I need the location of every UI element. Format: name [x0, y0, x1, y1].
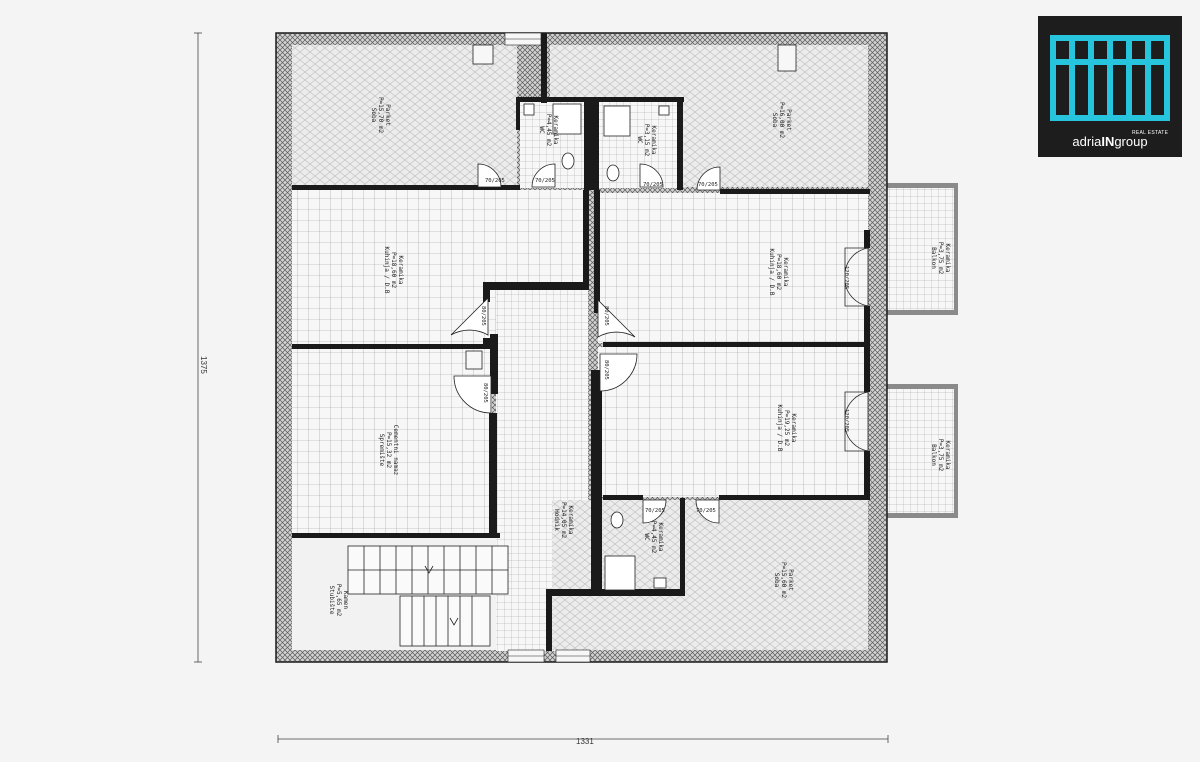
room-name: Spremište [378, 434, 385, 467]
room-kuhinja-right-mid [598, 347, 868, 497]
room-label-soba-ne: Soba P=16,00 m2 Parket [771, 102, 792, 139]
room-floor: Parket [785, 109, 792, 131]
room-name: Soba [773, 573, 780, 588]
room-floor: Parket [384, 104, 391, 126]
interior-walls [292, 33, 870, 651]
room-area: P=15,70 m2 [377, 97, 384, 134]
dimension-vertical: 1375 [199, 356, 208, 374]
room-area: P=18,60 m2 [775, 254, 782, 291]
room-floor: Keramika [790, 414, 797, 443]
door-label: 70/205 [485, 178, 505, 184]
room-kuhinja-right-top [598, 193, 868, 343]
room-label-kuhinja-right-top: Kuhinja / D.B P=18,60 m2 Keramika [768, 249, 789, 296]
room-area: P=3,15 m2 [643, 124, 650, 157]
balcony-top [881, 183, 958, 315]
doors [450, 163, 869, 524]
room-floor: Keramika [567, 506, 574, 535]
room-name: Stubište [328, 586, 335, 615]
room-area: P=18,60 m2 [390, 252, 397, 289]
room-area: P=15,32 m2 [385, 432, 392, 469]
door-label: 70/205 [696, 508, 716, 514]
room-label-balkon-top: Balkon P=3,75 m2 Keramika [930, 242, 951, 275]
room-label-soba-nw: Soba P=15,70 m2 Parket [370, 97, 391, 134]
room-soba-nw [292, 45, 517, 187]
room-floor: Keramika [650, 126, 657, 155]
sanitary-fixtures [523, 103, 670, 591]
room-area: P=5,65 m2 [335, 584, 342, 617]
room-name: WC [538, 126, 545, 134]
door-label: 80/205 [480, 306, 486, 326]
logo-mark-icon [1050, 35, 1170, 121]
room-name: Hodnik [553, 509, 560, 531]
room-label-wc-2: WC P=3,15 m2 Keramika [636, 124, 657, 157]
room-label-kuhinja-left: Kuhinja / D.B P=18,60 m2 Keramika [383, 247, 404, 294]
room-name: Kuhinja / D.B [383, 247, 390, 294]
room-name: Soba [771, 113, 778, 128]
room-floor: Keramika [944, 441, 951, 470]
room-floor: Keramika [782, 258, 789, 287]
room-area: P=4,45 m2 [545, 114, 552, 147]
room-name: Balkon [930, 247, 937, 269]
door-label: 80/205 [482, 383, 488, 403]
room-floor: Kamen [342, 591, 349, 609]
company-logo: REAL ESTATE adriaINgroup [1038, 16, 1182, 157]
room-label-soba-se: Soba P=15,60 m2 Parket [773, 562, 794, 599]
room-floor: Keramika [397, 256, 404, 285]
room-name: Balkon [930, 444, 937, 466]
room-area: P=14,05 m2 [560, 502, 567, 539]
room-name: Kuhinja / D.B [776, 405, 783, 452]
door-label: 70/205 [535, 178, 555, 184]
door-label: 120/205 [843, 409, 849, 432]
door-label: 80/205 [603, 306, 609, 326]
door-label: 70/205 [698, 182, 718, 188]
room-floor: Keramika [657, 523, 664, 552]
dimension-horizontal: 1331 [576, 737, 594, 746]
logo-wordmark: adriaINgroup [1038, 134, 1182, 149]
room-name: WC [636, 136, 643, 144]
room-label-wc-3: WC P=4,45 m2 Keramika [643, 521, 664, 554]
door-label: 70/205 [645, 508, 665, 514]
room-label-balkon-bottom: Balkon P=3,75 m2 Keramika [930, 439, 951, 472]
room-floor: Keramika [552, 116, 559, 145]
logo-brand-part: group [1114, 134, 1148, 149]
room-name: Kuhinja / D.B [768, 249, 775, 296]
windows [504, 32, 591, 663]
room-area: P=4,45 m2 [650, 521, 657, 554]
room-label-kuhinja-right-mid: Kuhinja / D.B P=19,25 m2 Keramika [776, 405, 797, 452]
room-area: P=3,75 m2 [937, 242, 944, 275]
room-name: WC [643, 533, 650, 541]
room-label-wc-1: WC P=4,45 m2 Keramika [538, 114, 559, 147]
door-label: 120/205 [843, 266, 849, 289]
balcony-bottom [881, 384, 958, 518]
room-label-hodnik: Hodnik P=14,05 m2 Keramika [553, 502, 574, 539]
room-name: Soba [370, 108, 377, 123]
logo-subline: REAL ESTATE [1132, 130, 1169, 136]
room-label-spremiste: Spremište P=15,32 m2 Cementni namaz [378, 425, 399, 476]
room-label-stubiste: Stubište P=5,65 m2 Kamen [328, 584, 349, 617]
logo-brand-accent: IN [1101, 134, 1115, 149]
room-area: P=16,00 m2 [778, 102, 785, 139]
door-label: 80/205 [603, 360, 609, 380]
room-floor: Parket [787, 569, 794, 591]
room-area: P=19,25 m2 [783, 410, 790, 447]
door-label: 70/205 [643, 182, 663, 188]
room-floor: Cementni namaz [392, 425, 399, 476]
room-area: P=15,60 m2 [780, 562, 787, 599]
room-area: P=3,75 m2 [937, 439, 944, 472]
logo-brand-part: adria [1072, 134, 1102, 149]
room-floor: Keramika [944, 244, 951, 273]
staircase [347, 545, 509, 647]
